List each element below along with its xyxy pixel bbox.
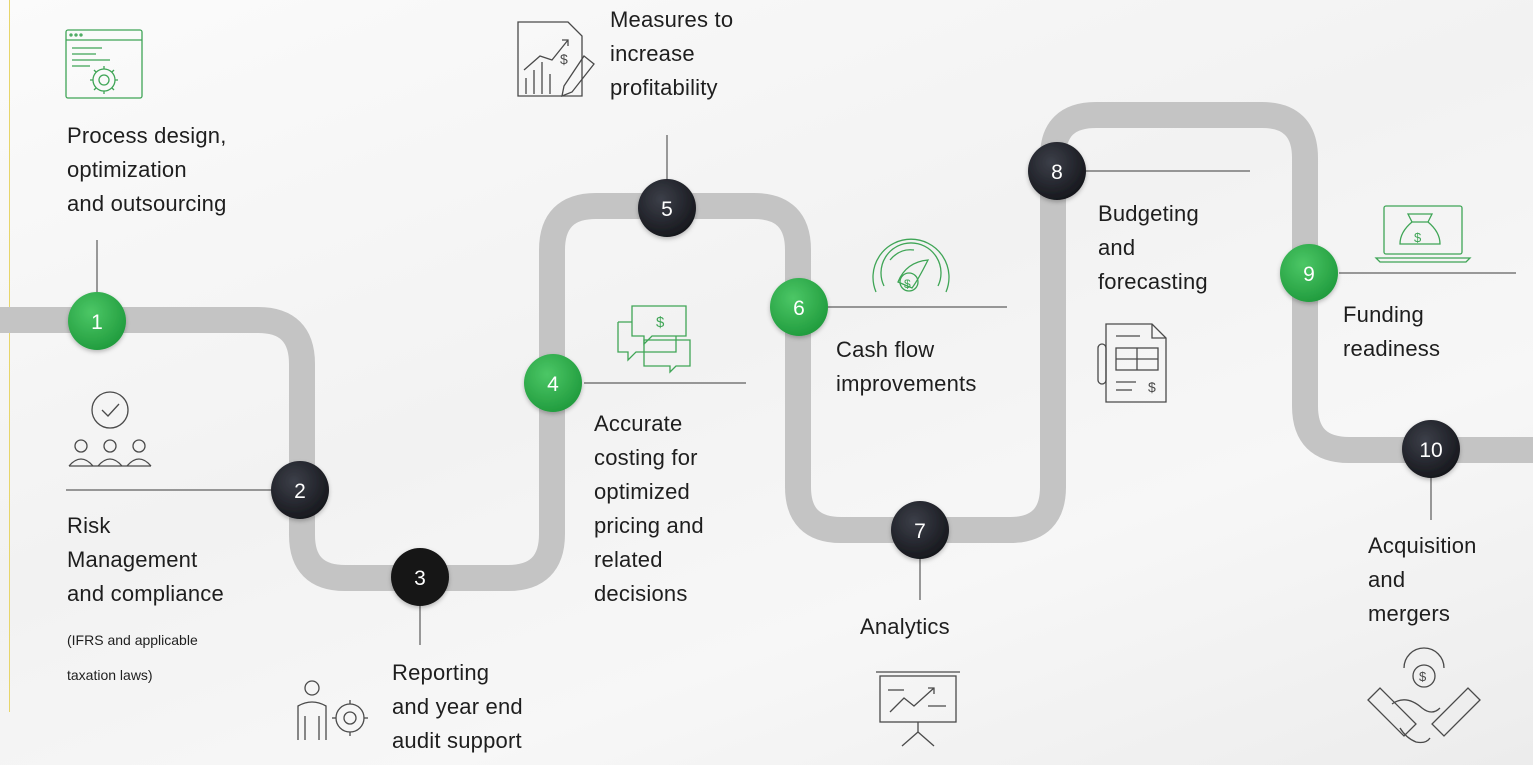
step-label-5: Measures to increase profitability xyxy=(610,7,734,100)
presentation-board-icon xyxy=(876,671,960,747)
svg-text:$: $ xyxy=(1414,230,1422,245)
svg-text:$: $ xyxy=(904,277,911,291)
svg-text:8: 8 xyxy=(1051,161,1063,184)
svg-text:10: 10 xyxy=(1419,439,1442,462)
svg-text:$: $ xyxy=(656,314,665,331)
step-node-3: 3 xyxy=(391,548,449,606)
step-node-8: 8 xyxy=(1028,142,1086,200)
step-node-4: 4 xyxy=(524,354,582,412)
step-node-1: 1 xyxy=(68,292,126,350)
step-label-7: Analytics xyxy=(860,614,950,639)
accent-line xyxy=(9,0,10,712)
invoice-icon: $ xyxy=(1097,323,1167,403)
step-label-8: Budgeting and forecasting xyxy=(1098,201,1208,294)
connector-lines xyxy=(66,135,1516,645)
person-gear-icon xyxy=(297,680,368,740)
chat-dollar-icon: $ xyxy=(617,305,691,374)
step-label-2: Risk Management and compliance xyxy=(67,513,224,606)
svg-text:$: $ xyxy=(560,51,568,67)
step-label-9: Funding readiness xyxy=(1343,302,1441,361)
svg-text:5: 5 xyxy=(661,198,673,221)
svg-text:1: 1 xyxy=(91,311,103,334)
step-node-7: 7 xyxy=(891,501,949,559)
step-label-1: Process design, optimization and outsour… xyxy=(67,123,227,216)
gauge-dollar-icon: $ xyxy=(872,238,950,293)
step-label-4: Accurate costing for optimized pricing a… xyxy=(594,411,704,606)
svg-text:$: $ xyxy=(1419,669,1427,684)
chart-document-icon: $ xyxy=(517,21,595,98)
step-label-6: Cash flow improvements xyxy=(836,337,977,396)
step-node-9: 9 xyxy=(1280,244,1338,302)
svg-text:9: 9 xyxy=(1303,263,1315,286)
road-path xyxy=(0,102,1533,591)
svg-text:2: 2 xyxy=(294,480,306,503)
svg-text:4: 4 xyxy=(547,373,559,396)
svg-text:6: 6 xyxy=(793,297,805,320)
step-node-10: 10 xyxy=(1402,420,1460,478)
team-check-icon xyxy=(68,391,152,467)
step-node-5: 5 xyxy=(638,179,696,237)
handshake-dollar-icon: $ xyxy=(1367,647,1481,744)
laptop-moneybag-icon: $ xyxy=(1374,205,1472,263)
step-label-3: Reporting and year end audit support xyxy=(392,660,523,753)
step-label-10: Acquisition and mergers xyxy=(1368,533,1477,626)
step-node-6: 6 xyxy=(770,278,828,336)
process-gear-icon xyxy=(65,29,143,99)
step-node-2: 2 xyxy=(271,461,329,519)
step-note-2: (IFRS and applicable taxation laws) xyxy=(67,632,198,683)
svg-text:7: 7 xyxy=(914,520,926,543)
svg-text:$: $ xyxy=(1148,379,1156,395)
svg-text:3: 3 xyxy=(414,567,426,590)
